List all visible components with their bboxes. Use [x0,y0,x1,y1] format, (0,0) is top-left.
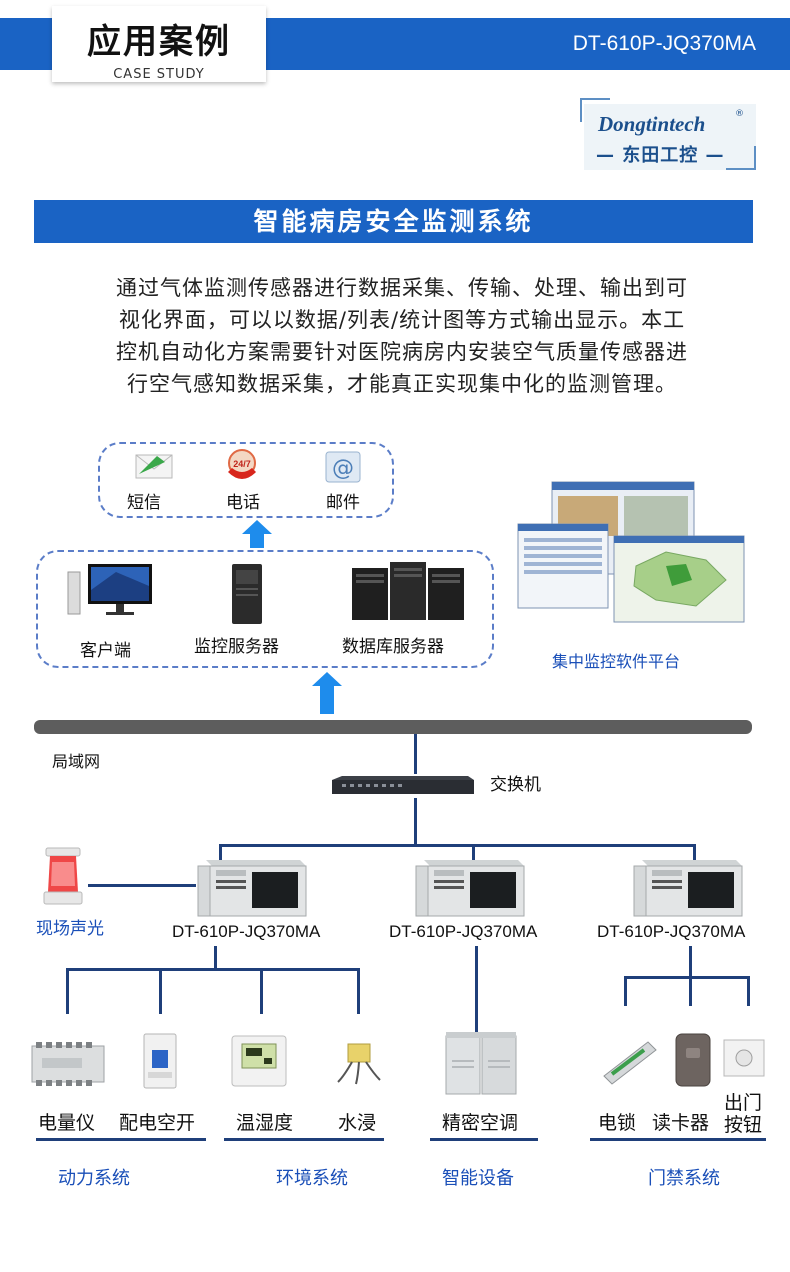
connector-line [624,976,750,979]
email-label: 邮件 [326,493,360,513]
connector-line [357,968,360,1014]
connector-line [66,968,69,1014]
card-reader-label: 读卡器 [652,1112,710,1134]
svg-text:@: @ [332,456,354,481]
logo [584,104,756,170]
phone-24-7-icon: 24/7 [222,448,262,484]
connector-line [66,968,360,971]
industrial-pc-icon [632,858,744,918]
exit-button-label: 出门 按钮 [724,1092,762,1136]
description: 通过气体监测传感器进行数据采集、传输、处理、输出到可 视化界面，可以以数据/列表… [52,272,752,400]
database-server-icon [350,560,466,624]
industrial-pc-icon [414,858,526,918]
client-label: 客户端 [80,641,131,661]
server-group [36,550,494,668]
email-at-icon: @ [323,450,363,484]
exit-button-label-line: 出门 [724,1092,763,1114]
electric-lock-icon [598,1036,660,1086]
header-model: DT-610P-JQ370MA [572,32,756,55]
group-access-label: 门禁系统 [648,1168,720,1189]
connector-line [747,976,750,1006]
switch-label: 交换机 [490,775,541,795]
connector-line [689,946,692,978]
lan-label: 局域网 [52,754,101,771]
page-subtitle: CASE STUDY [113,67,205,82]
logo-frame [726,168,756,170]
power-meter-label: 电量仪 [38,1112,96,1134]
water-leak-label: 水浸 [338,1112,377,1134]
water-leak-sensor-icon [334,1042,384,1086]
monitor-server-icon [230,562,264,626]
connector-line [219,844,222,860]
alarm-label: 现场声光 [36,919,104,939]
logo-frame [580,98,582,122]
ipc-1-label: DT-610P-JQ370MA [172,922,321,941]
door-lock-label: 电锁 [598,1112,637,1134]
group-environment-label: 环境系统 [276,1168,348,1189]
connector-line [414,798,417,846]
group-power-label: 动力系统 [58,1168,130,1189]
lan-bus-line [34,720,752,734]
connector-line [260,968,263,1014]
description-line: 视化界面，可以以数据/列表/统计图等方式输出显示。本工 [118,308,686,332]
monitor-server-label: 监控服务器 [194,637,279,657]
ipc-2-label: DT-610P-JQ370MA [389,922,538,941]
page-title: 应用案例 [87,22,231,62]
arrow-up-icon [312,672,342,714]
exit-button-label-line: 按钮 [724,1114,763,1136]
ipc-3-label: DT-610P-JQ370MA [597,922,746,941]
circuit-breaker-icon [140,1032,180,1090]
phone-label: 电话 [226,493,260,513]
alarm-light-icon [40,846,86,906]
exit-button-icon [722,1038,766,1078]
logo-frame [754,146,756,170]
connector-line [693,844,696,860]
sms-envelope-icon [135,452,175,480]
industrial-pc-icon [196,858,308,918]
connector-line [624,976,627,1006]
ac-label: 精密空调 [442,1112,519,1134]
group-smart-label: 智能设备 [442,1168,514,1189]
arrow-up-icon [242,520,272,548]
connector-line [159,968,162,1014]
temp-humidity-label: 温湿度 [236,1112,294,1134]
section-title-band: 智能病房安全监测系统 [34,200,753,243]
phone-badge: 24/7 [233,459,251,469]
client-pc-icon [66,560,156,620]
card-reader-icon [672,1032,714,1088]
connector-line [472,844,475,860]
description-line: 控机自动化方案需要针对医院病房内安装空气质量传感器进 [116,340,688,364]
temperature-humidity-sensor-icon [230,1034,288,1088]
group-underline [430,1138,538,1141]
group-underline [224,1138,384,1141]
precision-air-conditioner-icon [444,1030,518,1096]
database-server-label: 数据库服务器 [342,637,444,657]
connector-line [219,844,696,847]
notification-group [98,442,394,518]
software-platform-screens [516,480,748,624]
connector-line [88,884,196,887]
group-underline [36,1138,206,1141]
heading-card: 应用案例 CASE STUDY [52,6,266,82]
logo-chinese: — 东田工控 — [596,145,725,166]
logo-english: Dongtintech [598,112,706,136]
connector-line [475,946,478,1032]
software-platform-label: 集中监控软件平台 [552,652,681,671]
section-title: 智能病房安全监测系统 [253,207,534,236]
connector-line [414,734,417,774]
logo-frame [580,98,610,100]
description-line: 行空气感知数据采集，才能真正实现集中化的监测管理。 [127,372,677,396]
logo-registered-mark: ® [735,109,744,119]
description-line: 通过气体监测传感器进行数据采集、传输、处理、输出到可 [116,276,688,300]
connector-line [689,976,692,1006]
connector-line [214,946,217,970]
group-underline [590,1138,766,1141]
network-switch-icon [328,774,478,798]
sms-label: 短信 [127,493,161,513]
breaker-label: 配电空开 [119,1112,196,1134]
power-meter-icon [30,1040,106,1088]
